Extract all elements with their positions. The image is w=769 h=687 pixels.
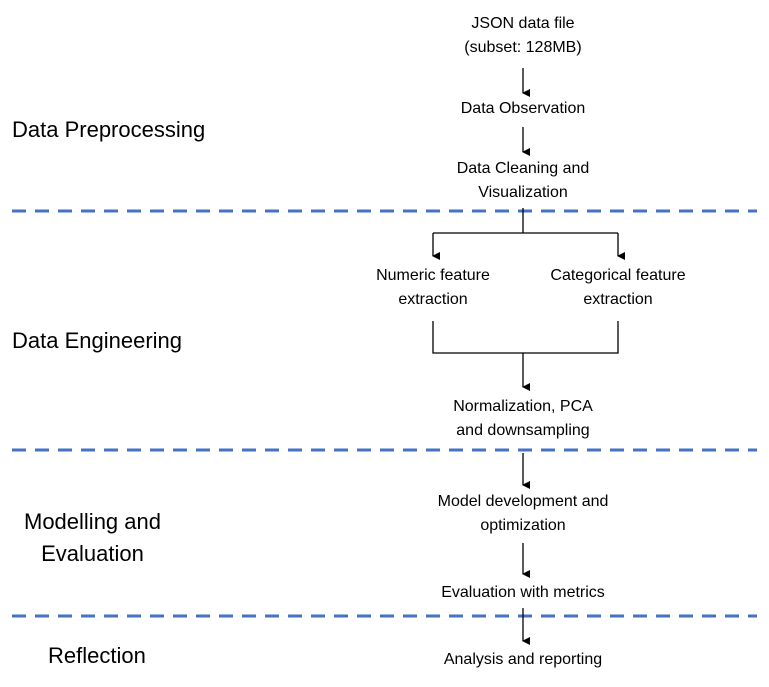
node-model-line2: optimization [480, 517, 566, 534]
node-analysis-reporting: Analysis and reporting [393, 648, 653, 672]
stage-label-reflection: Reflection [48, 643, 146, 668]
node-json-data-file-line1: JSON data file [471, 15, 575, 32]
node-normalization-line1: Normalization, PCA [453, 398, 593, 415]
stage-label-modelling-line1: Modelling and [24, 509, 161, 534]
node-categorical-line1: Categorical feature [550, 267, 686, 284]
node-json-data-file: JSON data file (subset: 128MB) [403, 12, 643, 60]
stage-label-preprocessing: Data Preprocessing [12, 117, 206, 142]
connector-split [433, 208, 618, 234]
node-numeric-feature-extraction: Numeric feature extraction [338, 264, 528, 312]
node-model-line1: Model development and [437, 493, 609, 510]
node-data-observation: Data Observation [403, 97, 643, 121]
node-normalization-line2: and downsampling [456, 422, 590, 439]
node-categorical-line2: extraction [583, 291, 653, 308]
node-data-observation-text: Data Observation [460, 100, 586, 117]
stage-label-modelling: Modelling and Evaluation [24, 506, 161, 570]
stage-label-modelling-line2: Evaluation [41, 541, 144, 566]
node-categorical-feature-extraction: Categorical feature extraction [513, 264, 723, 312]
stage-label-engineering: Data Engineering [12, 328, 183, 353]
connector-merge [432, 321, 619, 354]
node-analysis-text: Analysis and reporting [443, 651, 603, 668]
node-evaluation-text: Evaluation with metrics [441, 584, 605, 601]
node-normalization: Normalization, PCA and downsampling [403, 395, 643, 443]
node-evaluation-metrics: Evaluation with metrics [393, 581, 653, 605]
node-model-development: Model development and optimization [393, 490, 653, 538]
node-data-cleaning: Data Cleaning and Visualization [403, 157, 643, 205]
node-data-cleaning-line2: Visualization [478, 184, 568, 201]
node-data-cleaning-line1: Data Cleaning and [456, 160, 590, 177]
node-numeric-line2: extraction [398, 291, 468, 308]
node-numeric-line1: Numeric feature [376, 267, 490, 284]
node-json-data-file-line2: (subset: 128MB) [464, 39, 582, 56]
